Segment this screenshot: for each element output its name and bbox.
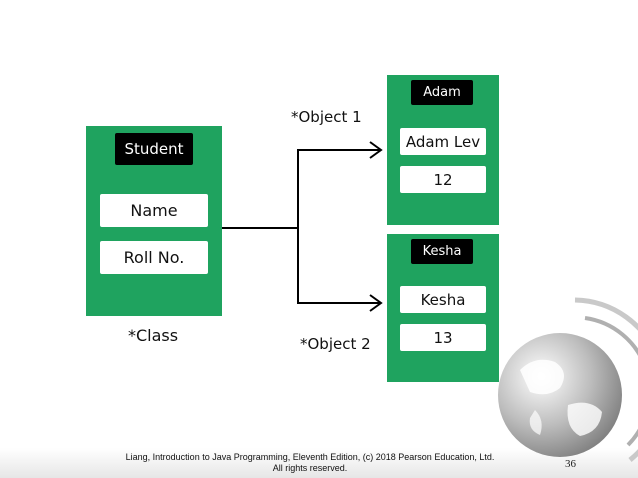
class-title-tag: Student (115, 133, 193, 165)
page-number: 36 (565, 458, 576, 470)
object-title: Kesha (422, 244, 462, 259)
footer-line-1: Liang, Introduction to Java Programming,… (125, 452, 495, 462)
class-card: Student Name Roll No. (86, 126, 222, 316)
footer-band (0, 448, 638, 478)
object-value: 12 (433, 170, 453, 189)
object-label-1: *Object 1 (291, 108, 362, 126)
class-field-rollno: Roll No. (100, 241, 208, 274)
object-field: Kesha (400, 286, 486, 313)
object-label-2: *Object 2 (300, 335, 371, 353)
object-value: Adam Lev (405, 132, 481, 151)
class-field-label: Roll No. (123, 248, 185, 267)
arrowhead-1-icon (369, 141, 383, 159)
footer-line-2: All rights reserved. (272, 463, 348, 473)
class-caption: *Class (128, 326, 179, 345)
object-card-2: Kesha Kesha 13 (387, 234, 499, 382)
object-title-tag: Kesha (411, 239, 473, 264)
object-title-tag: Adam (411, 80, 473, 105)
object-value: Kesha (420, 290, 466, 309)
arrowhead-2-icon (369, 294, 383, 312)
class-field-label: Name (130, 201, 178, 220)
object-field: 12 (400, 166, 486, 193)
object-value: 13 (433, 328, 453, 347)
class-field-name: Name (100, 194, 208, 227)
footer-copyright: Liang, Introduction to Java Programming,… (110, 452, 510, 474)
class-title: Student (124, 140, 184, 158)
connector-branch-1 (297, 149, 380, 228)
connector-branch-2 (297, 228, 380, 304)
object-card-1: Adam Adam Lev 12 (387, 75, 499, 225)
object-title: Adam (423, 85, 461, 100)
object-field: Adam Lev (400, 128, 486, 155)
object-field: 13 (400, 324, 486, 351)
